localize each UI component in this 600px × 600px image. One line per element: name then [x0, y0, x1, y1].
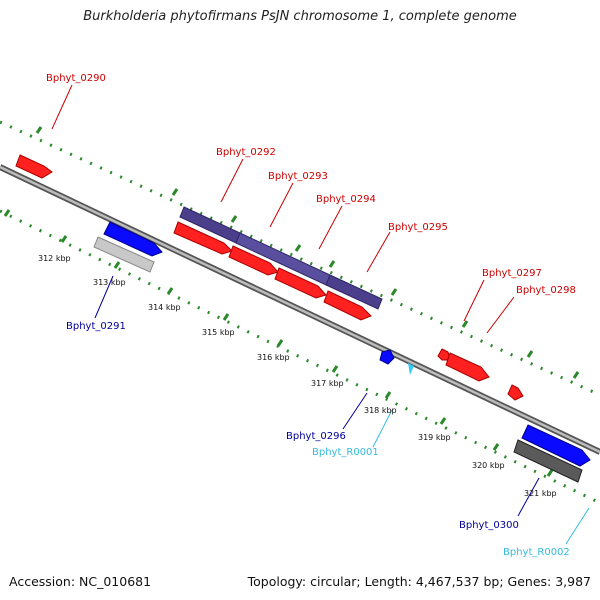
axis-tick-label: 316 kbp	[257, 353, 290, 362]
reverse-gene-arrows	[93, 221, 591, 483]
axis-tick-labels: 312 kbp 313 kbp 314 kbp 315 kbp 316 kbp …	[38, 254, 557, 498]
axis-tick-label: 318 kbp	[364, 406, 397, 415]
pseudo-gene-light[interactable]	[93, 236, 155, 273]
orf-long-marks-reverse	[3, 209, 554, 477]
gene-label-bphyt-0294[interactable]: Bphyt_0294	[316, 194, 376, 205]
gene-arrow-bphyt-0291[interactable]	[103, 221, 163, 257]
label-leaders	[51, 84, 590, 545]
gene-arrow-bphyt-0292[interactable]	[173, 221, 233, 255]
gene-label-bphyt-0291[interactable]: Bphyt_0291	[66, 321, 126, 332]
axis-tick-label: 315 kbp	[202, 328, 235, 337]
gene-label-bphyt-0298[interactable]: Bphyt_0298	[516, 285, 576, 296]
rna-labels: Bphyt_R0001 Bphyt_R0002	[312, 447, 570, 558]
gene-arrow-bphyt-0293[interactable]	[228, 245, 279, 276]
axis-tick-label: 317 kbp	[311, 379, 344, 388]
backbone	[0, 164, 600, 455]
axis-tick-label: 319 kbp	[418, 433, 451, 442]
gene-label-bphyt-0295[interactable]: Bphyt_0295	[388, 222, 448, 233]
axis-tick-label: 320 kbp	[472, 461, 505, 470]
axis-tick-label: 313 kbp	[93, 278, 126, 287]
gene-label-bphyt-0300[interactable]: Bphyt_0300	[459, 520, 519, 531]
gene-label-bphyt-0290[interactable]: Bphyt_0290	[46, 73, 106, 84]
gene-arrow-bphyt-0294[interactable]	[274, 267, 327, 299]
axis-tick-label: 314 kbp	[148, 303, 181, 312]
axis-tick-label: 321 kbp	[524, 489, 557, 498]
rna-label-bphyt-r0001[interactable]: Bphyt_R0001	[312, 447, 379, 458]
orf-marks-reverse	[0, 209, 600, 505]
gene-arrow-bphyt-0300[interactable]	[521, 424, 591, 467]
reverse-gene-labels: Bphyt_0291 Bphyt_0296 Bphyt_0300	[66, 321, 519, 531]
accession-text: Accession: NC_010681	[9, 574, 152, 589]
axis-tick-label: 312 kbp	[38, 254, 71, 263]
topology-text: Topology: circular; Length: 4,467,537 bp…	[247, 574, 591, 589]
forward-gene-arrows	[15, 154, 524, 401]
gene-label-bphyt-0293[interactable]: Bphyt_0293	[268, 171, 328, 182]
gene-label-bphyt-0297[interactable]: Bphyt_0297	[482, 268, 542, 279]
gene-arrow-bphyt-0297[interactable]	[437, 348, 451, 361]
pseudo-gene-dark[interactable]	[513, 439, 583, 483]
gene-label-bphyt-0296[interactable]: Bphyt_0296	[286, 431, 346, 442]
map-title: Burkholderia phytofirmans PsJN chromosom…	[83, 9, 517, 24]
rna-label-bphyt-r0002[interactable]: Bphyt_R0002	[503, 547, 570, 558]
rna-feature-bphyt-r0001[interactable]	[408, 363, 414, 375]
gene-arrow-small[interactable]	[507, 384, 524, 401]
other-orfs	[179, 206, 383, 310]
gene-arrow-bphyt-0290[interactable]	[15, 154, 53, 179]
gene-arrow-bphyt-0298[interactable]	[445, 352, 490, 382]
forward-gene-labels: Bphyt_0290 Bphyt_0292 Bphyt_0293 Bphyt_0…	[46, 73, 576, 296]
gene-arrow-bphyt-0296[interactable]	[379, 349, 395, 365]
orf-long-marks-forward	[35, 126, 580, 379]
gene-arrow-bphyt-0295[interactable]	[323, 290, 372, 321]
gene-label-bphyt-0292[interactable]: Bphyt_0292	[216, 147, 276, 158]
